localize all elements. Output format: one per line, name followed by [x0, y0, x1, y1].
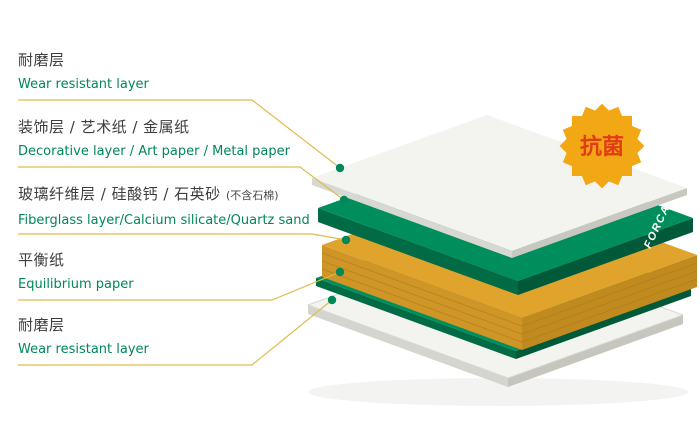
label-core-zh-note: (不含石棉) [225, 189, 279, 202]
label-wear-bottom-zh: 耐磨层 [18, 316, 65, 334]
core-laminate-line [321, 268, 698, 343]
layer-dot-core [341, 235, 351, 245]
layer-dot-wear-bottom [327, 295, 337, 305]
layer-wear-bottom-right-face [508, 315, 683, 387]
layer-wear-top-right-face [512, 188, 687, 258]
layer-dot-wear-top [335, 163, 345, 173]
layer-dot-decorative [339, 195, 349, 205]
label-equilibrium-zh: 平衡纸 [18, 251, 65, 269]
badge-star-icon [559, 103, 645, 189]
connector-line-equilibrium [18, 271, 341, 301]
connector-line-wear-bottom [18, 299, 333, 366]
label-core-zh: 玻璃纤维层 / 硅酸钙 / 石英砂 (不含石棉) [18, 184, 310, 206]
connector-line-decorative [18, 166, 345, 201]
label-core-zh-main: 玻璃纤维层 / 硅酸钙 / 石英砂 [18, 185, 226, 203]
stack-shadow [308, 378, 688, 406]
core-laminate-line [321, 252, 698, 327]
layer-wear-top-left-face [312, 178, 512, 258]
label-wear-top-zh: 耐磨层 [18, 51, 65, 69]
label-equilibrium: 平衡纸 Equilibrium paper [18, 250, 134, 293]
label-wear-top: 耐磨层 Wear resistant layer [18, 50, 149, 93]
label-equilibrium-en: Equilibrium paper [18, 277, 134, 292]
connector-line-core [18, 233, 347, 241]
label-decorative-en: Decorative layer / Art paper / Metal pap… [18, 144, 290, 159]
layer-dots [327, 163, 351, 305]
label-core-en: Fiberglass layer/Calcium silicate/Quartz… [18, 213, 310, 228]
layer-wear-top-top-face [312, 115, 687, 251]
connector-line-wear-top [18, 99, 341, 169]
connectors [18, 99, 347, 366]
label-decorative: 装饰层 / 艺术纸 / 金属纸 Decorative layer / Art p… [18, 117, 290, 160]
layer-equilibrium-right-face [516, 288, 691, 359]
layer-wear-bottom-left-face [308, 305, 508, 387]
layer-wear-top [312, 115, 687, 258]
layer-decorative-left-face [318, 208, 518, 295]
label-core: 玻璃纤维层 / 硅酸钙 / 石英砂 (不含石棉) Fiberglass laye… [18, 184, 310, 229]
label-decorative-zh: 装饰层 / 艺术纸 / 金属纸 [18, 118, 190, 136]
antibacterial-badge: 抗菌 [559, 103, 645, 189]
layer-equilibrium-left-face [316, 278, 516, 359]
label-wear-bottom-en: Wear resistant layer [18, 342, 149, 357]
layer-dot-equilibrium [335, 267, 345, 277]
label-wear-bottom: 耐磨层 Wear resistant layer [18, 315, 149, 358]
core-laminate-line [321, 260, 698, 335]
badge-text: 抗菌 [580, 134, 624, 160]
layer-decorative-right-face [518, 218, 693, 295]
label-wear-top-en: Wear resistant layer [18, 77, 149, 92]
